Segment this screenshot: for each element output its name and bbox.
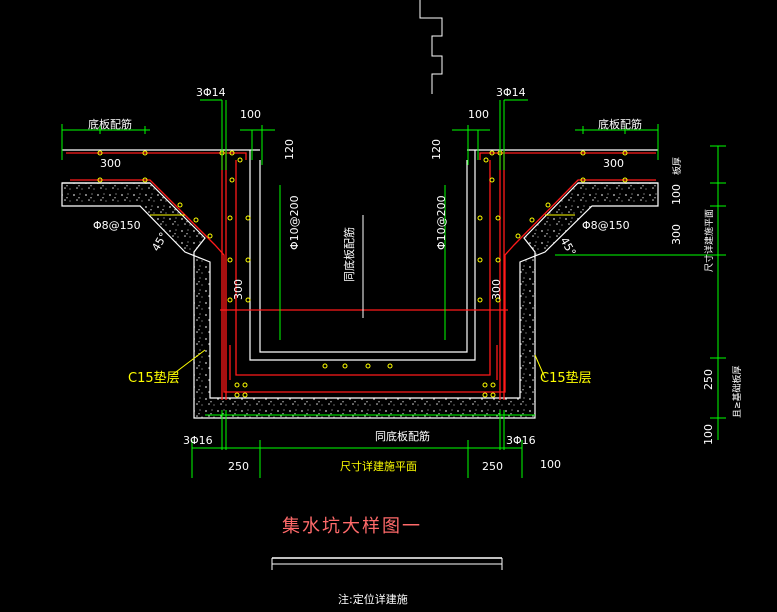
label-wall-bar-left: Φ10@200 [288,195,301,250]
label-bottom-bar-left: 3Φ16 [183,434,213,447]
label-cushion-right: C15垫层 [540,370,592,386]
dim-300-wall-left: 300 [232,279,245,300]
structure-outline [62,149,658,361]
dim-250-right: 250 [482,460,503,473]
dim-300-right: 300 [603,157,624,170]
dim-right-100: 100 [670,184,683,205]
dim-100-left: 100 [240,108,261,121]
rebar-lines [66,150,656,400]
drawing-title: 集水坑大样图一 [282,516,422,537]
label-bottom-bar-right: 3Φ16 [506,434,536,447]
label-center-note: 同底板配筋 [342,227,356,282]
label-wall-bar-right: Φ10@200 [435,195,448,250]
dimension-lines [61,99,726,478]
label-slab-bar-left: 底板配筋 [88,117,132,131]
label-slab-thickness: 板厚 [671,157,683,175]
leader-lines [150,214,575,379]
label-stirrup-left: Φ8@150 [93,219,141,232]
label-stirrup-right: Φ8@150 [582,219,630,232]
title-underline [271,557,503,570]
label-bottom-note: 同底板配筋 [375,429,430,443]
dim-right-250: 250 [702,369,715,390]
label-slab-bar-right: 底板配筋 [598,117,642,131]
dim-right-300: 300 [670,224,683,245]
dim-100-right: 100 [468,108,489,121]
label-top-right-bar: 3Φ14 [496,86,526,99]
dim-250-left: 250 [228,460,249,473]
dim-right-100b: 100 [702,424,715,445]
cushion-layer [61,182,659,419]
dim-120-left: 120 [283,139,296,160]
label-size-note: 尺寸详建施平面 [340,459,417,473]
label-cushion-left: C15垫层 [128,370,180,386]
dim-300-left: 300 [100,157,121,170]
label-right-depth: 且≥基础板厚 [731,365,743,418]
dim-100-bottom-right: 100 [540,458,561,471]
label-right-size: 尺寸详建施平面 [703,209,715,272]
dim-120-right: 120 [430,139,443,160]
axis-mark [419,0,443,94]
dim-300-wall-right: 300 [490,279,503,300]
label-top-left-bar: 3Φ14 [196,86,226,99]
footer-note: 注:定位详建施 [338,592,408,606]
